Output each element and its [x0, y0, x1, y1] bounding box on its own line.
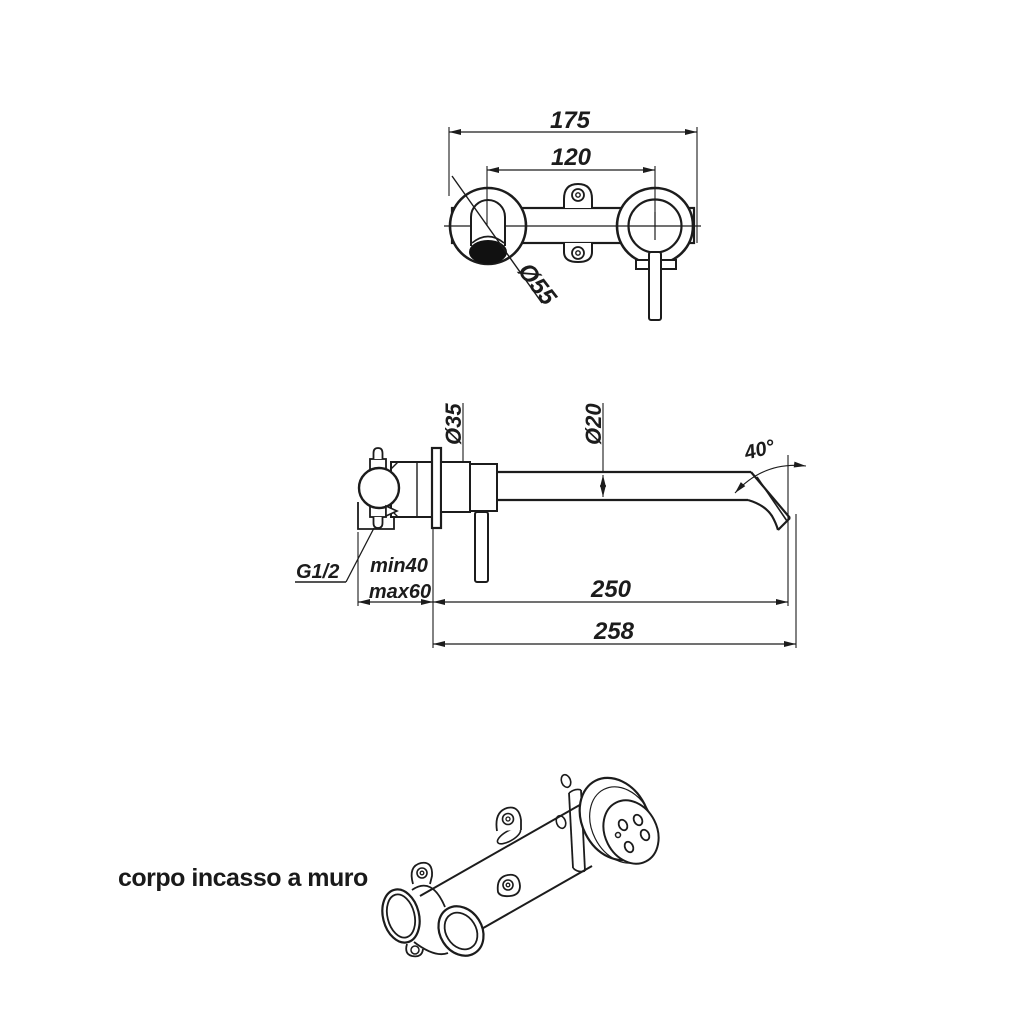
valve-inlet-circle [357, 466, 401, 510]
valve-body [357, 461, 434, 530]
caption-label: corpo incasso a muro [118, 864, 368, 892]
mixer-collar [469, 463, 498, 512]
dim-overall-reach: 258 [433, 618, 796, 647]
thread-g12-label: G1/2 [296, 561, 339, 583]
side-view: Ø35 Ø20 40° G1/2 min40 max60 [295, 403, 807, 648]
flange-holes [614, 813, 651, 854]
rough-in-body-view [381, 773, 660, 958]
dim-175-label: 175 [550, 107, 591, 134]
dim-40deg-label: 40° [741, 436, 778, 465]
dim-width-centers: 120 [486, 144, 656, 226]
mounting-lug-bottom [563, 243, 593, 264]
elbow-ear-bottom [405, 943, 424, 958]
front-view: 175 120 Ø55 [444, 107, 701, 321]
dim-recess-depth: min40 max60 [358, 555, 433, 605]
mounting-lug-top [563, 182, 593, 208]
handle-lever-front [635, 251, 677, 321]
wall-plate [430, 446, 443, 530]
spout-tip [747, 471, 791, 531]
spout-opening-dark [469, 240, 507, 264]
dim-dia20-label: Ø20 [581, 403, 606, 445]
dim-min40-label: min40 [370, 555, 428, 577]
dim-dia55-label: Ø55 [512, 258, 562, 311]
dim-120-label: 120 [551, 144, 592, 171]
dim-max60-label: max60 [369, 581, 431, 603]
dim-spout-diameter: Ø20 [581, 403, 606, 497]
dim-dia35-label: Ø35 [441, 403, 466, 445]
thread-callout: G1/2 [295, 527, 375, 583]
escutcheon-collar [440, 461, 471, 513]
inlet-elbow [381, 861, 485, 958]
dim-width-overall: 175 [448, 107, 698, 243]
dim-plate-diameter: Ø35 [441, 403, 466, 461]
spout-tube [497, 470, 751, 502]
dim-250-label: 250 [590, 576, 632, 603]
handle-lever-side [474, 511, 489, 583]
dim-spout-angle: 40° [734, 436, 807, 494]
elbow-ear-top [410, 861, 433, 885]
dim-spout-reach: 250 [433, 576, 788, 605]
spout-front-detail [469, 199, 507, 264]
cartridge-flange [578, 776, 660, 865]
tube-lug-upper [495, 806, 522, 845]
tube-lug-lower [496, 873, 521, 898]
dim-258-label: 258 [593, 618, 635, 645]
